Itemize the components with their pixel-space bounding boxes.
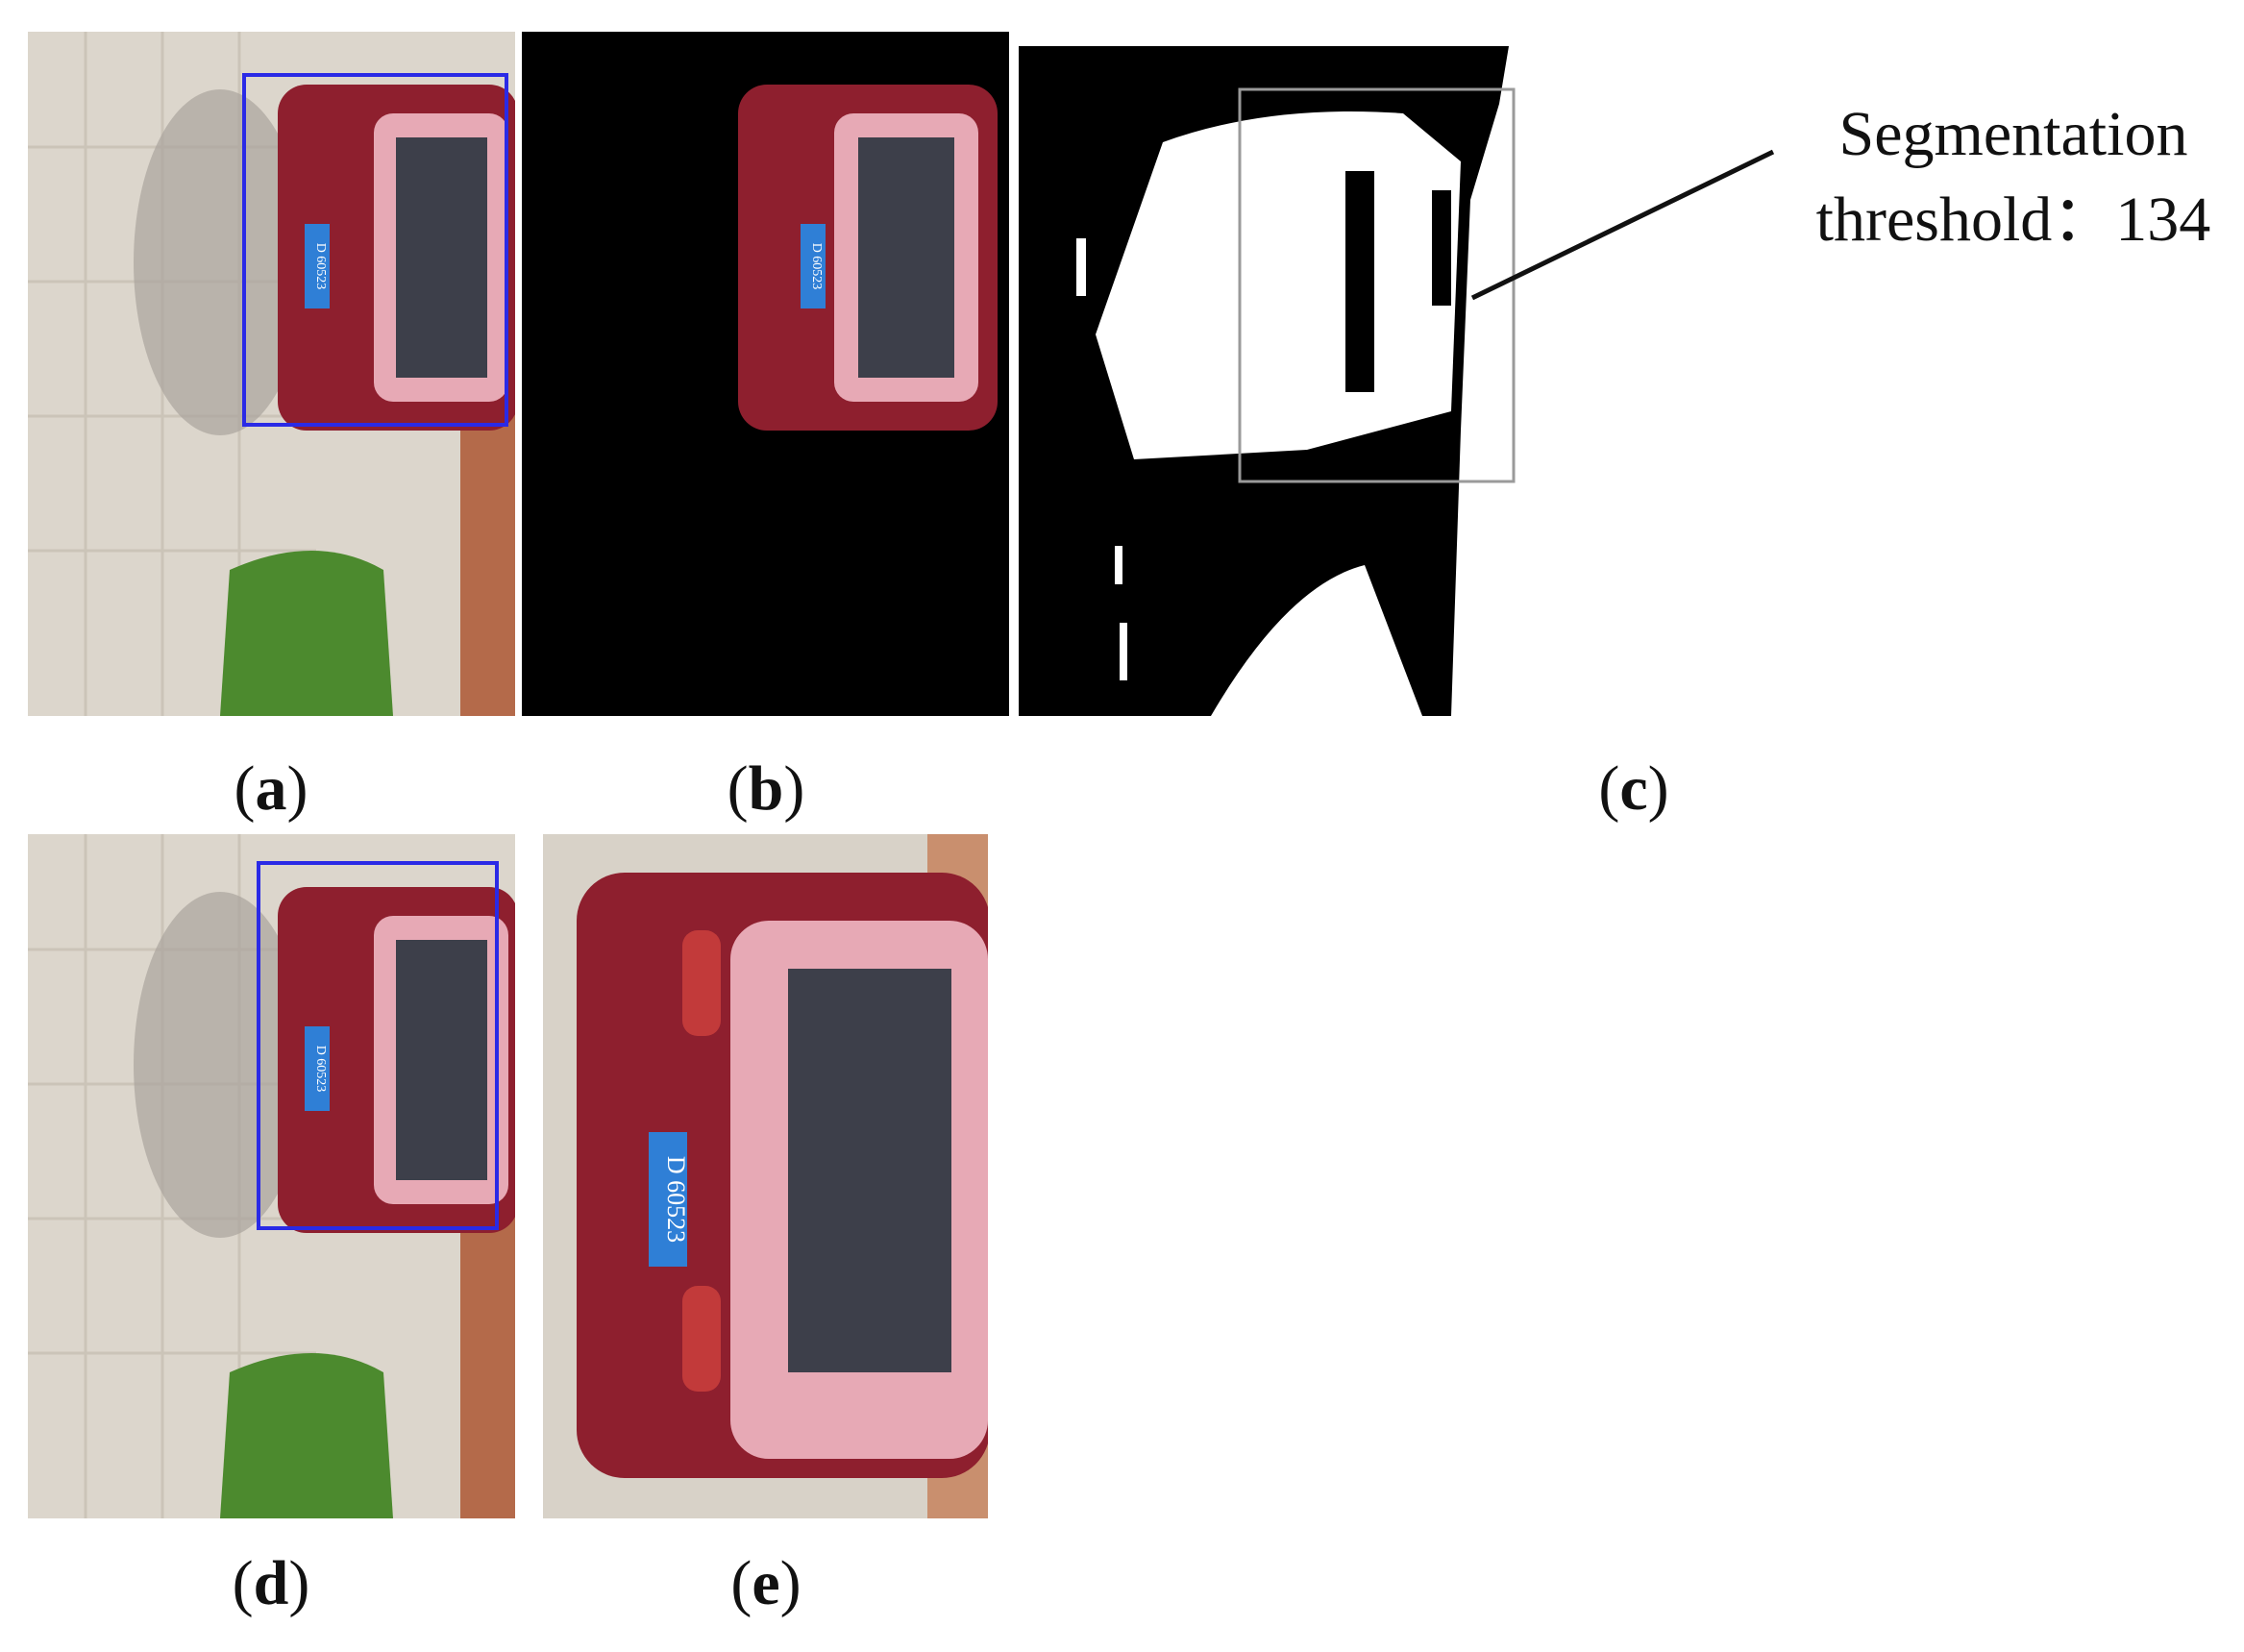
panel-c-binary-segmentation: [1019, 46, 1698, 716]
caption-d: (d): [232, 1548, 310, 1618]
annotation-line-1: Segmentation: [1838, 99, 2188, 169]
license-plate: D 60523: [662, 1156, 690, 1243]
car-rear: D 60523: [738, 85, 998, 431]
panel-a-original-image: D 60523: [28, 32, 515, 716]
panel-e-cropped-vehicle: D 60523: [543, 834, 988, 1518]
annotation-line-2: threshold：134: [1815, 185, 2211, 256]
caption-a: (a): [234, 753, 308, 824]
detection-box: [242, 73, 508, 427]
car-rear: D 60523: [577, 873, 988, 1478]
license-plate: D 60523: [313, 1046, 328, 1093]
panel-b-masked-car: D 60523: [522, 32, 1009, 716]
caption-e: (e): [730, 1548, 801, 1618]
car-rear: D 60523: [278, 887, 515, 1233]
license-plate: D 60523: [809, 243, 824, 290]
panel-d-refined-detection: D 60523: [28, 834, 515, 1518]
annotation-leader-line: [1470, 149, 1775, 301]
car-rear: D 60523: [278, 85, 515, 431]
caption-b: (b): [727, 753, 805, 824]
license-plate: D 60523: [313, 243, 328, 290]
segmentation-threshold-annotation: Segmentation threshold：134: [1783, 91, 2244, 262]
detection-box: [257, 861, 499, 1230]
caption-c: (c): [1598, 753, 1669, 824]
